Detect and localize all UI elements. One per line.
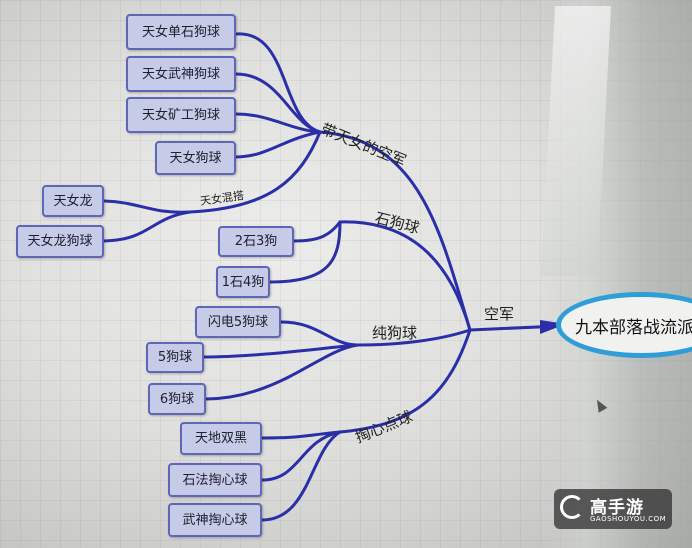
branch-line-stone xyxy=(338,220,472,332)
leaf-line-heart-1 xyxy=(260,430,342,440)
watermark-name: 高手游 xyxy=(590,498,644,518)
node-tiannv-leaf-1[interactable]: 天女单石狗球 xyxy=(126,14,236,50)
node-stone-leaf-1[interactable]: 2石3狗 xyxy=(218,226,294,257)
node-tiannv-leaf-2[interactable]: 天女武神狗球 xyxy=(126,56,236,92)
leaf-line-pure-1 xyxy=(279,320,360,347)
node-tiannv-leaf-4[interactable]: 天女狗球 xyxy=(155,141,236,175)
node-heart-leaf-1[interactable]: 天地双黑 xyxy=(180,422,262,455)
leaf-line-heart-3 xyxy=(260,430,342,522)
node-stone-leaf-2[interactable]: 1石4狗 xyxy=(216,266,270,298)
branch-line-tiannv xyxy=(318,130,472,332)
leaf-line-heart-2 xyxy=(260,430,342,482)
branch-label-pure[interactable]: 纯狗球 xyxy=(372,324,418,342)
leaf-line-tiannv-4 xyxy=(234,130,322,159)
leaf-line-pure-2 xyxy=(202,343,360,359)
subbranch-line-mixed xyxy=(188,130,322,214)
leaf-line-tiannv-3 xyxy=(234,112,322,134)
root-node[interactable]: 九本部落战流派 xyxy=(556,292,692,358)
node-tiannv-leaf-3[interactable]: 天女矿工狗球 xyxy=(126,97,236,133)
node-pure-leaf-2[interactable]: 5狗球 xyxy=(146,342,204,373)
node-mixed-leaf-1[interactable]: 天女龙 xyxy=(42,185,104,217)
node-pure-leaf-3[interactable]: 6狗球 xyxy=(148,383,206,415)
branch-line-pure xyxy=(356,328,472,347)
connector-label: 空军 xyxy=(484,305,515,323)
leaf-line-mixed-1 xyxy=(102,199,192,214)
node-heart-leaf-3[interactable]: 武神掏心球 xyxy=(168,503,262,537)
watermark-url: GAOSHOUYOU.COM xyxy=(590,515,667,523)
leaf-line-tiannv-1 xyxy=(234,32,322,134)
watermark-logo: 高手游 GAOSHOUYOU.COM xyxy=(554,489,672,529)
node-heart-leaf-2[interactable]: 石法掏心球 xyxy=(168,463,262,497)
node-pure-leaf-1[interactable]: 闪电5狗球 xyxy=(195,306,281,338)
branch-line-heart xyxy=(338,328,472,434)
leaf-line-pure-3 xyxy=(204,343,360,401)
leaf-line-stone-2 xyxy=(268,220,342,284)
g-logo-icon xyxy=(560,495,584,519)
node-mixed-leaf-2[interactable]: 天女龙狗球 xyxy=(16,225,104,258)
leaf-line-mixed-2 xyxy=(102,210,192,243)
root-label: 九本部落战流派 xyxy=(575,317,692,338)
leaf-line-tiannv-2 xyxy=(234,72,322,134)
leaf-line-stone-1 xyxy=(292,220,342,243)
